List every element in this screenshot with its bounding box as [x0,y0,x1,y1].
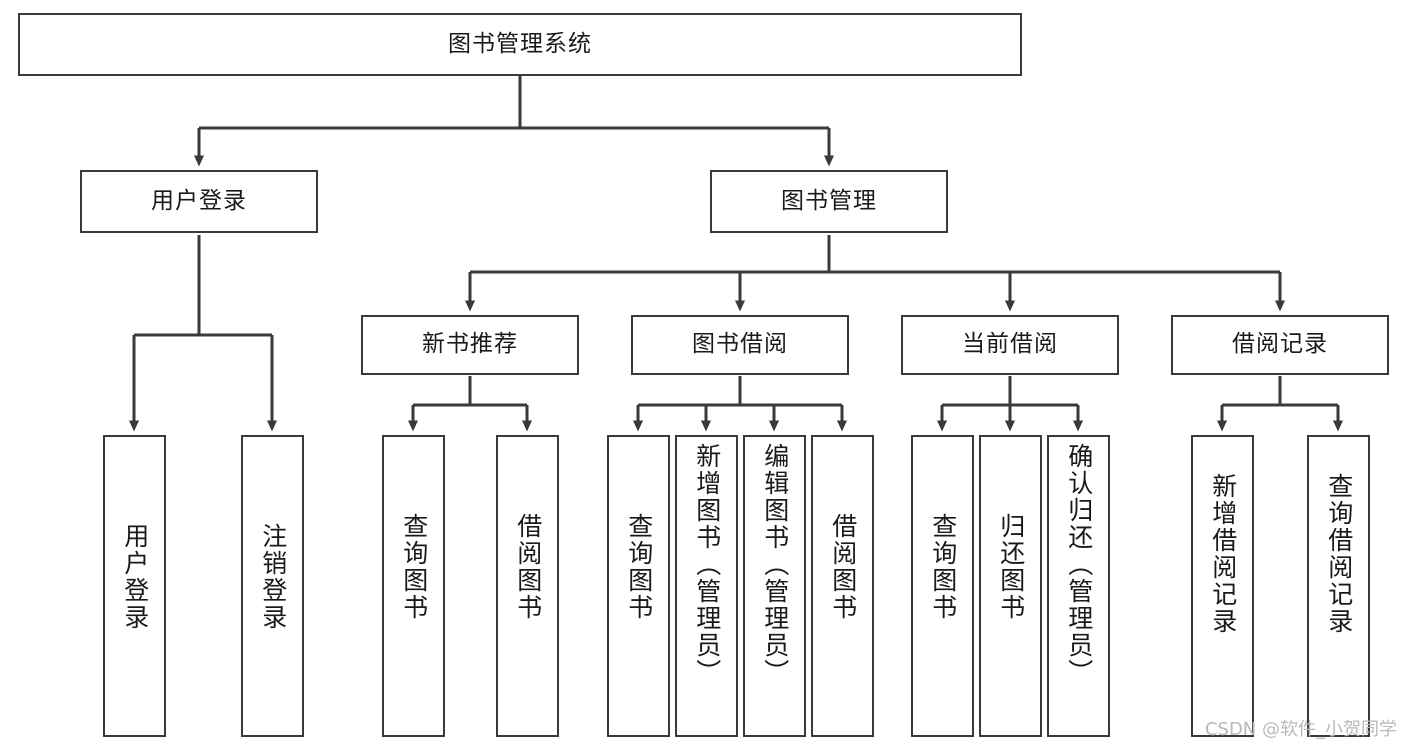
node-leaf-user-logout[interactable]: 注销登录 [241,435,304,737]
node-leaf-query-book-2-label: 查询图书 [624,513,654,621]
node-borrow-record[interactable]: 借阅记录 [1171,315,1389,375]
node-leaf-query-book-1-label: 查询图书 [399,513,429,621]
node-current-borrow-label: 当前借阅 [962,331,1058,358]
node-book-manage[interactable]: 图书管理 [710,170,948,233]
node-leaf-edit-book[interactable]: 编辑图书（管理员） [743,435,806,737]
node-leaf-borrow-book-2-label: 借阅图书 [828,513,858,621]
node-leaf-edit-book-label: 编辑图书（管理员） [760,443,790,686]
node-root-label: 图书管理系统 [448,30,592,57]
node-borrow-record-label: 借阅记录 [1232,331,1328,358]
node-leaf-confirm-return-label: 确认归还（管理员） [1064,443,1094,686]
node-leaf-return-book[interactable]: 归还图书 [979,435,1042,737]
node-leaf-borrow-book-1-label: 借阅图书 [513,513,543,621]
node-leaf-user-logout-label: 注销登录 [258,523,288,631]
node-current-borrow[interactable]: 当前借阅 [901,315,1119,375]
node-leaf-add-record-label: 新增借阅记录 [1208,473,1238,635]
node-leaf-query-record[interactable]: 查询借阅记录 [1307,435,1370,737]
node-leaf-add-book-label: 新增图书（管理员） [692,443,722,686]
node-book-manage-label: 图书管理 [781,187,877,214]
node-new-book-recommend-label: 新书推荐 [422,331,518,358]
node-leaf-borrow-book-2[interactable]: 借阅图书 [811,435,874,737]
node-leaf-return-book-label: 归还图书 [996,513,1026,621]
node-leaf-user-login-label: 用户登录 [120,523,150,631]
node-new-book-recommend[interactable]: 新书推荐 [361,315,579,375]
node-leaf-query-book-1[interactable]: 查询图书 [382,435,445,737]
node-leaf-user-login[interactable]: 用户登录 [103,435,166,737]
node-leaf-query-record-label: 查询借阅记录 [1324,473,1354,635]
node-root[interactable]: 图书管理系统 [18,13,1022,76]
node-book-borrow-label: 图书借阅 [692,331,788,358]
node-leaf-add-record[interactable]: 新增借阅记录 [1191,435,1254,737]
node-user-login[interactable]: 用户登录 [80,170,318,233]
node-leaf-add-book[interactable]: 新增图书（管理员） [675,435,738,737]
node-leaf-borrow-book-1[interactable]: 借阅图书 [496,435,559,737]
node-user-login-label: 用户登录 [151,187,247,214]
node-book-borrow[interactable]: 图书借阅 [631,315,849,375]
node-leaf-query-book-3-label: 查询图书 [928,513,958,621]
node-leaf-confirm-return[interactable]: 确认归还（管理员） [1047,435,1110,737]
node-leaf-query-book-3[interactable]: 查询图书 [911,435,974,737]
node-leaf-query-book-2[interactable]: 查询图书 [607,435,670,737]
